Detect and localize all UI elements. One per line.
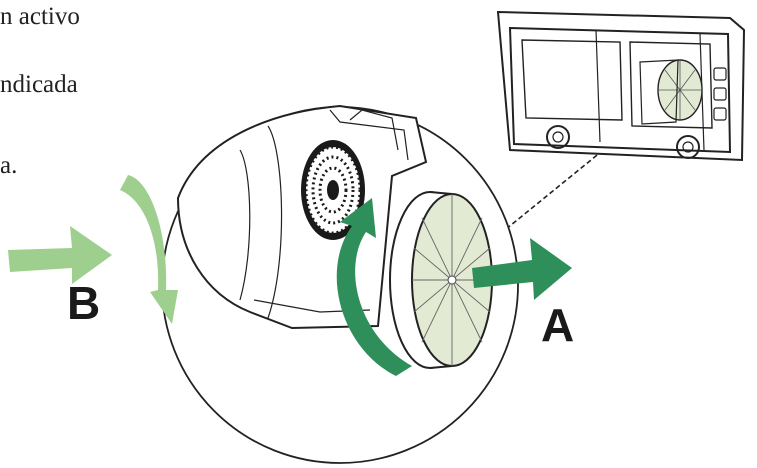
text-fragment-1: n activo xyxy=(0,3,80,30)
label-a: A xyxy=(541,299,575,351)
arrow-a xyxy=(472,238,572,300)
arrow-b xyxy=(8,226,112,284)
hood-inset-drawing xyxy=(496,10,746,162)
label-b: B xyxy=(67,277,101,329)
text-fragment-2: ndicada xyxy=(0,71,78,98)
rotation-arrow-light xyxy=(120,175,178,324)
fan-grille xyxy=(301,140,365,240)
rotation-arrow-dark xyxy=(336,198,412,376)
motor-housing xyxy=(176,104,428,330)
text-fragment-3: a. xyxy=(0,152,18,179)
hood-small-filter xyxy=(657,59,703,121)
leader-line xyxy=(499,107,656,235)
